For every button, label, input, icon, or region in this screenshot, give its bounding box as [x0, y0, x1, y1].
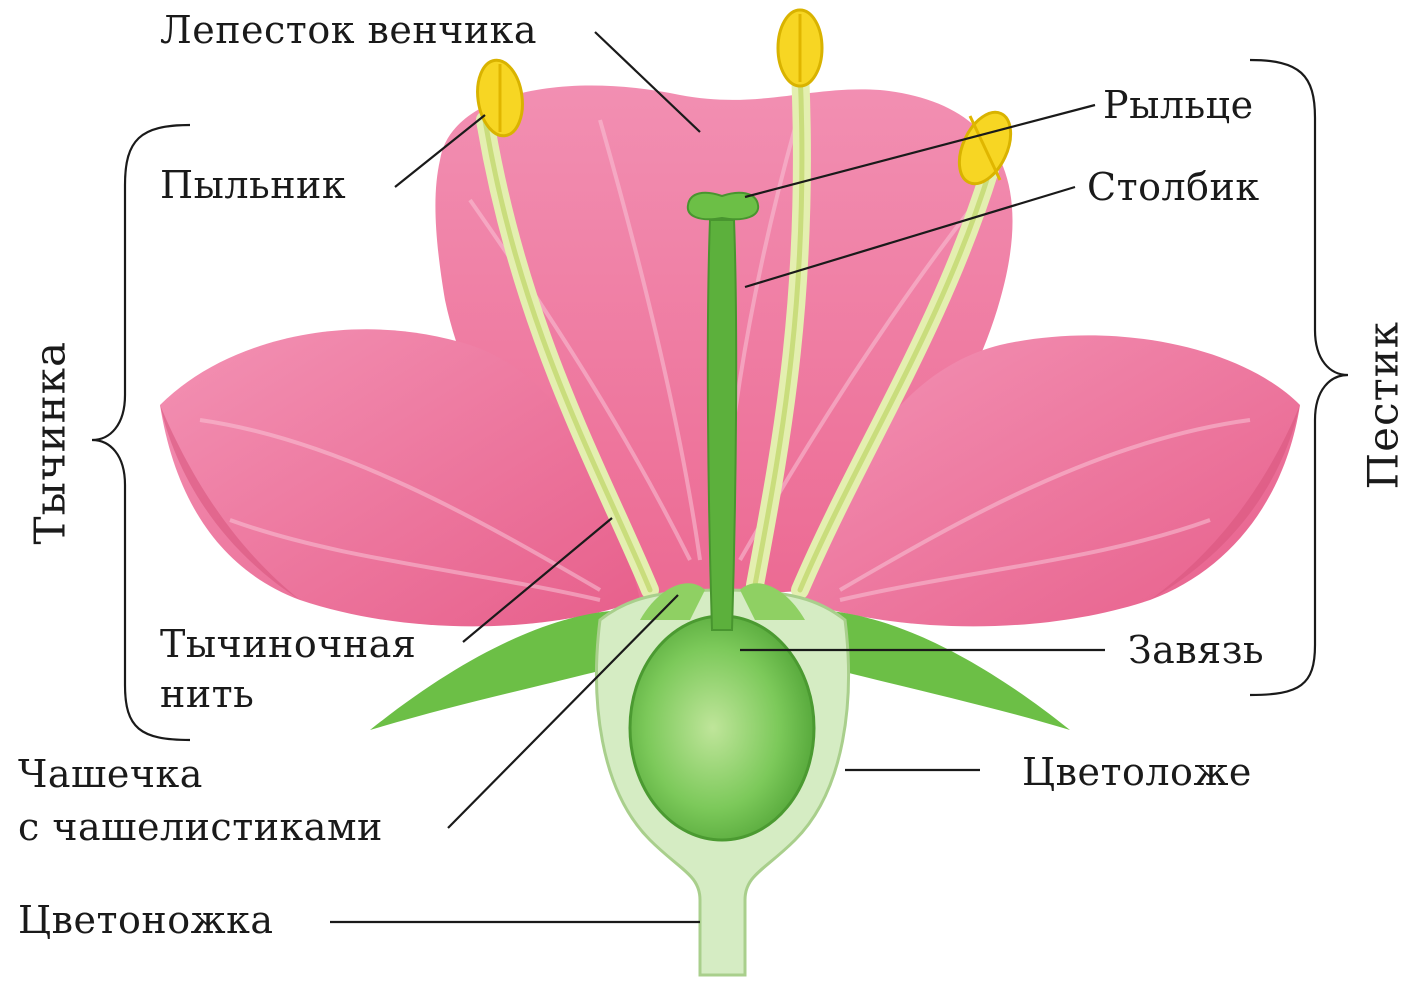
label-receptacle: Цветоложе — [1022, 750, 1252, 796]
style — [708, 220, 736, 630]
label-pistil: Пестик — [1359, 330, 1408, 490]
label-stigma: Рыльце — [1103, 83, 1254, 129]
label-stamen: Тычинка — [26, 345, 75, 545]
label-calyx-line1: Чашечка — [18, 752, 203, 798]
pistil-brace — [1250, 60, 1348, 695]
label-anther: Пыльник — [160, 163, 346, 209]
label-style: Столбик — [1087, 165, 1260, 211]
label-ovary: Завязь — [1128, 628, 1264, 674]
label-petal: Лепесток венчика — [160, 8, 537, 54]
label-calyx-line2: с чашелистиками — [18, 805, 383, 851]
label-filament-line1: Тычиночная — [160, 622, 416, 668]
label-peduncle: Цветоножка — [18, 898, 274, 944]
label-filament-line2: нить — [160, 672, 254, 718]
